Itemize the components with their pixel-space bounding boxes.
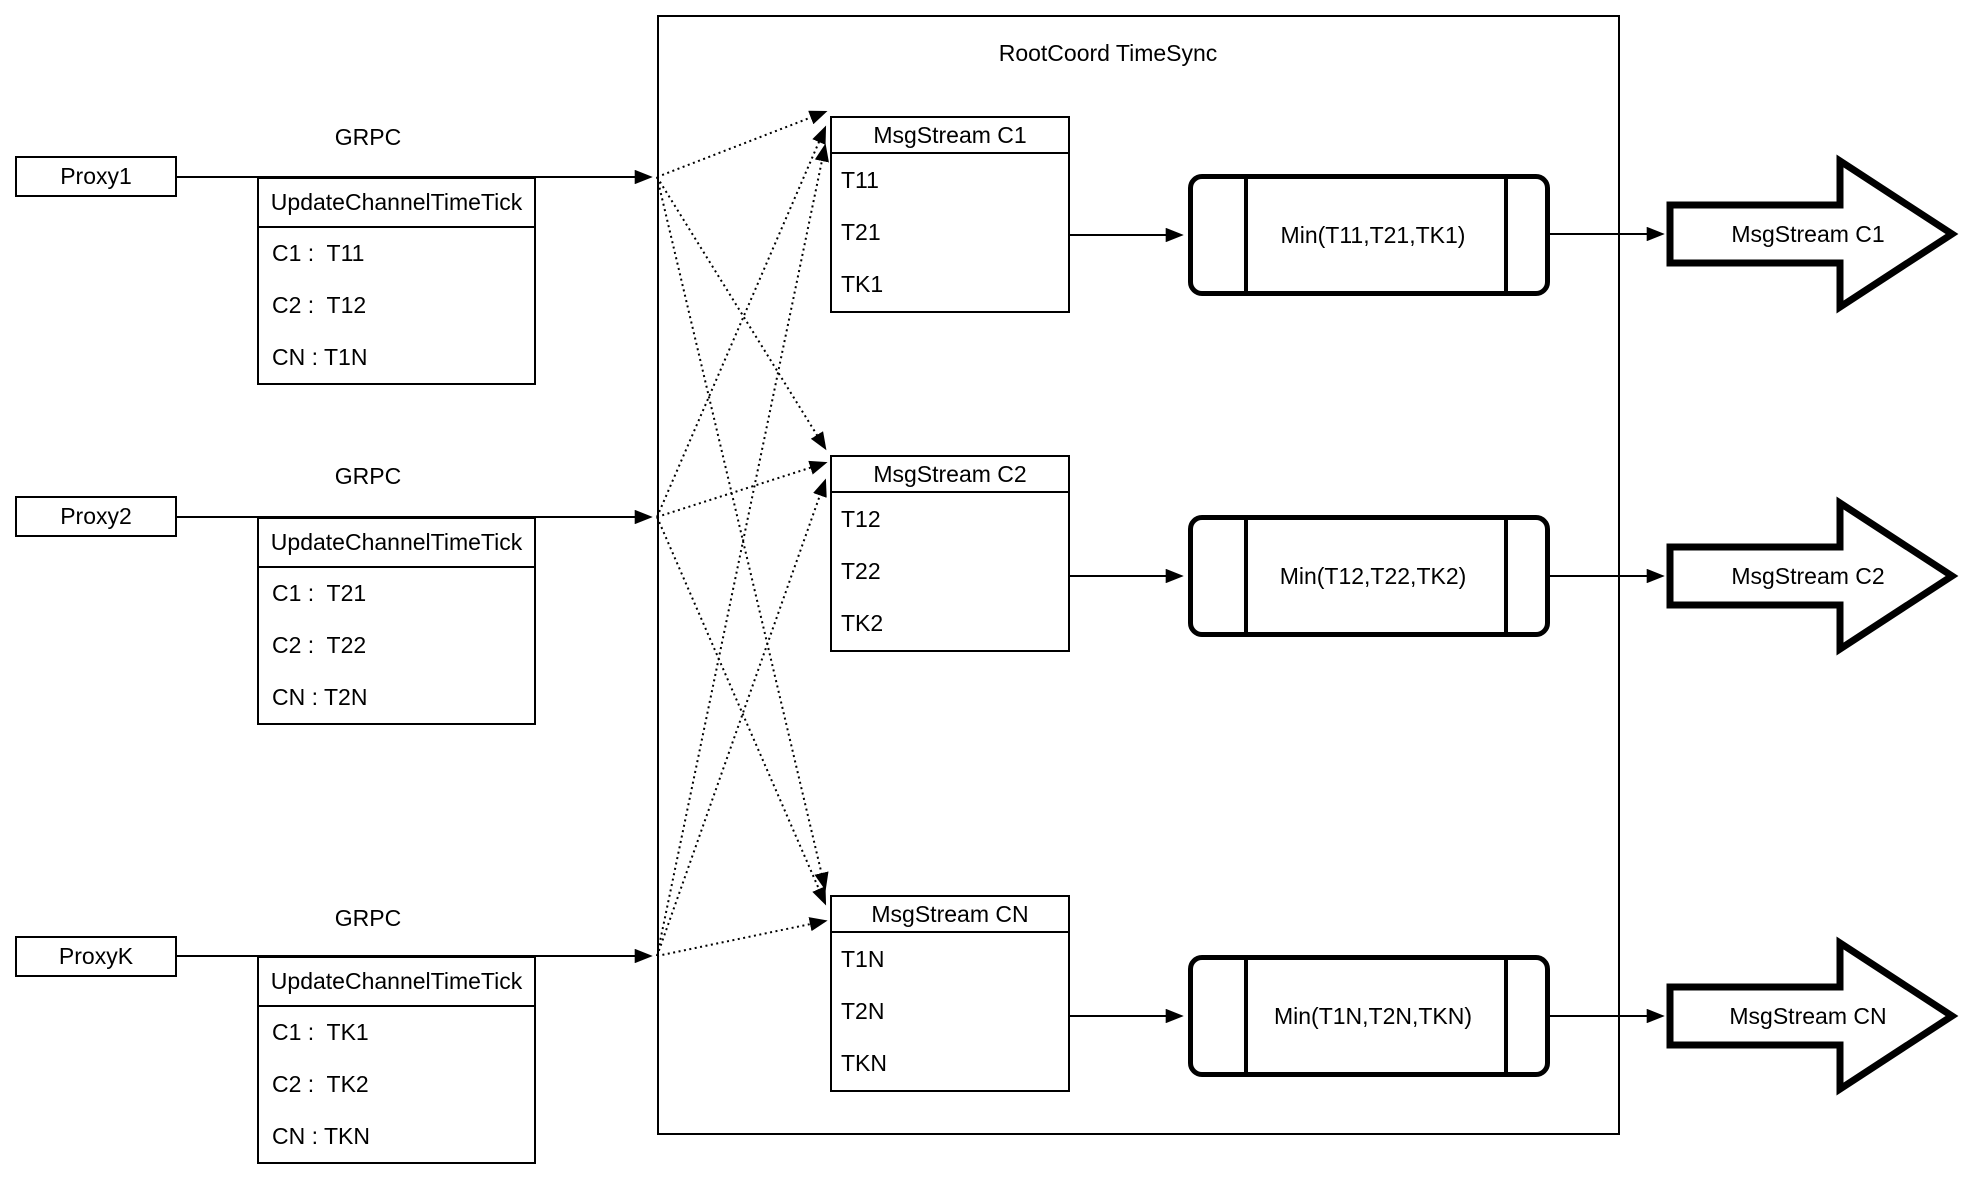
dotted-arrow-proxyk-c2 [656,478,827,957]
output-msgstream-cn-label: MsgStream CN [1729,1002,1887,1029]
min-node-c1-label: Min(T11,T21,TK1) [1280,221,1466,248]
dotted-arrow-proxy1-c1 [656,110,828,178]
msgstream-c2-tick: T12 [841,505,881,532]
proxyk-table-header: UpdateChannelTimeTick [259,958,534,1007]
proxy1-grpc-label: GRPC [334,124,402,150]
dotted-arrow-proxy1-c2 [656,176,827,451]
min-node-c2: Min(T12,T22,TK2) [1188,515,1550,637]
min-node-c2-left-bar [1244,520,1248,632]
proxyk-box: ProxyK [15,936,177,977]
dotted-arrow-proxyk-c1 [656,143,829,957]
proxy2-label: Proxy2 [60,503,132,529]
dotted-arrow-proxy2-c1 [656,125,827,518]
dotted-arrow-proxy1-cn [656,176,829,891]
min-node-c2-label: Min(T12,T22,TK2) [1279,562,1467,589]
proxy2-grpc-label: GRPC [334,463,402,489]
min-node-cn: Min(T1N,T2N,TKN) [1188,955,1550,1077]
output-msgstream-c1-label: MsgStream C1 [1731,220,1885,247]
proxy2-table-row: CN : T2N [272,683,368,710]
msgstream-c2-tick: TK2 [841,610,884,637]
msgstream-c1-header: MsgStream C1 [832,118,1068,154]
block-arrow-msgstream-c1 [1666,154,1959,314]
proxy1-table-row: C1 : T11 [272,240,365,267]
proxyk-table-row: C1 : TK1 [272,1019,369,1046]
msgstream-c2-header: MsgStream C2 [832,457,1068,493]
proxy2-table-header: UpdateChannelTimeTick [259,519,534,568]
proxyk-table-row: CN : TKN [272,1122,370,1149]
block-arrow-msgstream-cn [1666,936,1959,1096]
min-node-c2-right-bar [1504,520,1508,632]
proxyk-label: ProxyK [58,943,134,969]
proxyk-table-row: C2 : TK2 [272,1071,369,1097]
proxy1-table-row: C2 : T12 [272,292,367,318]
msgstream-c2-tick: T22 [841,557,881,584]
proxy1-table-row: CN : T1N [272,343,368,370]
proxyk-grpc-label: GRPC [334,905,402,931]
dotted-arrow-proxy2-c2 [656,460,828,518]
msgstream-cn-tick: T1N [841,945,885,972]
proxy1-timetick-table: UpdateChannelTimeTick C1 : T11 C2 : T12 … [257,177,536,385]
msgstream-cn-table: MsgStream CN T1N T2N TKN [830,895,1070,1092]
msgstream-c2-table: MsgStream C2 T12 T22 TK2 [830,455,1070,652]
dotted-arrow-proxy2-cn [656,516,827,906]
min-node-c1: Min(T11,T21,TK1) [1188,174,1550,296]
msgstream-cn-tick: TKN [841,1050,887,1077]
min-node-cn-left-bar [1244,960,1248,1072]
min-node-cn-label: Min(T1N,T2N,TKN) [1273,1002,1473,1029]
proxy2-table-row: C1 : T21 [272,580,367,607]
block-arrow-msgstream-c2 [1666,496,1959,656]
dotted-arrow-proxyk-cn [656,917,828,957]
msgstream-c1-tick: TK1 [841,271,884,298]
msgstream-c1-table: MsgStream C1 T11 T21 TK1 [830,116,1070,313]
proxy1-label: Proxy1 [60,163,132,189]
msgstream-cn-header: MsgStream CN [832,897,1068,933]
min-node-cn-right-bar [1504,960,1508,1072]
min-node-c1-left-bar [1244,179,1248,291]
output-msgstream-c2-label: MsgStream C2 [1731,562,1885,589]
proxy1-table-header: UpdateChannelTimeTick [259,179,534,228]
msgstream-c1-tick: T11 [841,166,879,193]
proxy2-box: Proxy2 [15,496,177,537]
msgstream-cn-tick: T2N [841,997,885,1024]
msgstream-c1-tick: T21 [841,218,881,245]
proxy1-box: Proxy1 [15,156,177,197]
proxyk-timetick-table: UpdateChannelTimeTick C1 : TK1 C2 : TK2 … [257,956,536,1164]
rootcoord-timesync-title: RootCoord TimeSync [998,40,1218,66]
min-node-c1-right-bar [1504,179,1508,291]
proxy2-timetick-table: UpdateChannelTimeTick C1 : T21 C2 : T22 … [257,517,536,725]
proxy2-table-row: C2 : T22 [272,632,367,658]
